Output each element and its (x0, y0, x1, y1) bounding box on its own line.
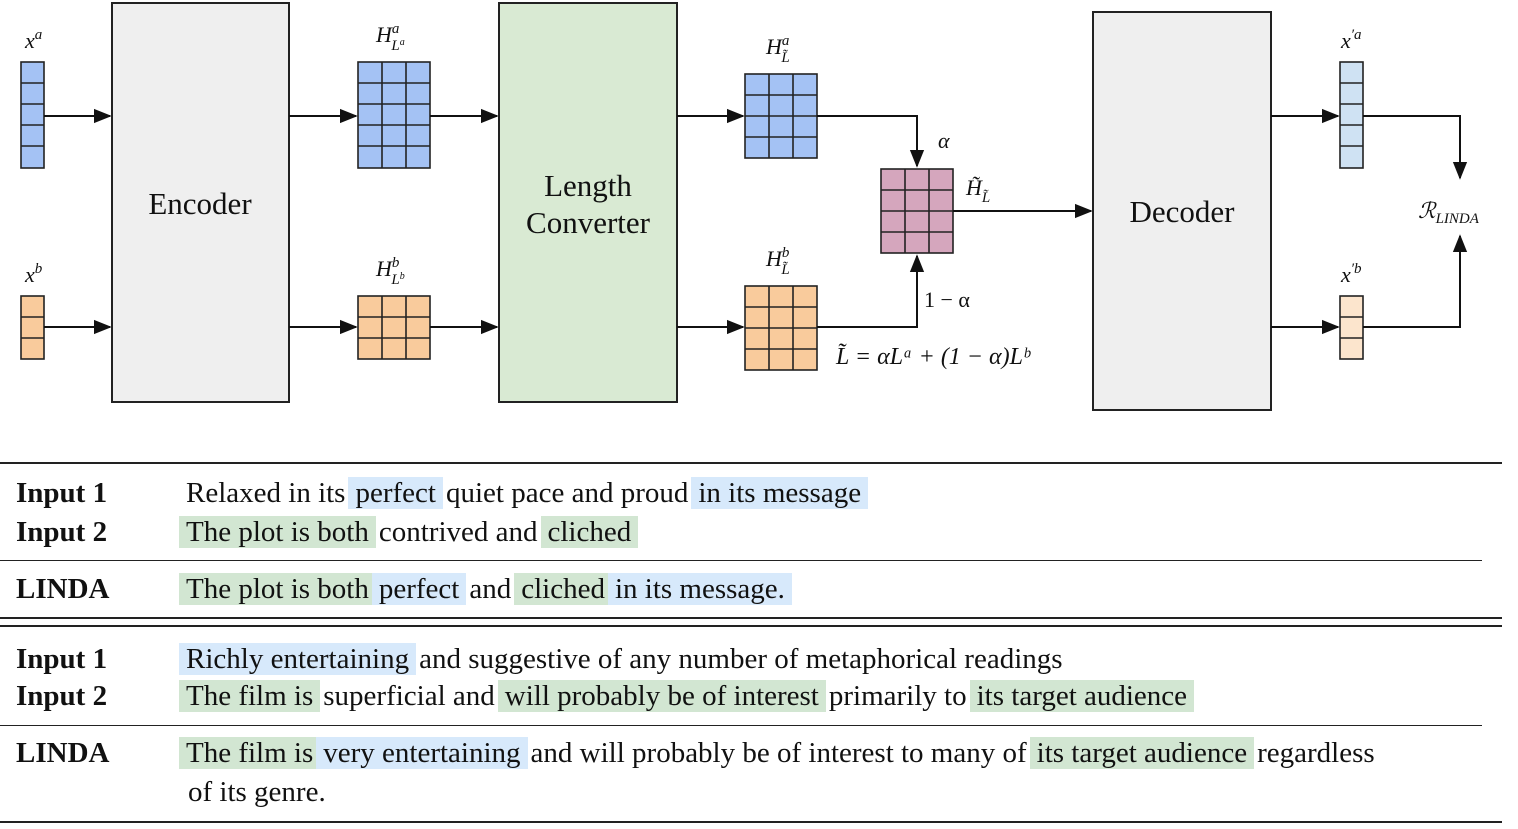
highlight-segment: The film is (179, 680, 321, 712)
converted-states-a-grid (744, 73, 818, 159)
text-segment: primarily to (828, 680, 967, 712)
example1-mid-rule (0, 560, 1482, 561)
x-b-label: xb (24, 261, 43, 287)
encoder-box (111, 2, 290, 403)
x-prime-a-label: x′a (1340, 27, 1362, 53)
alpha-label: α (938, 128, 950, 153)
x-prime-b-label: x′b (1340, 261, 1362, 287)
example2-output-continuation-row: of its genre. (0, 774, 1502, 810)
output-vector-b (1339, 295, 1364, 360)
example2-input2-label: Input 2 (16, 680, 108, 712)
highlight-segment: its target audience (1029, 737, 1255, 769)
example1-output-label: LINDA (16, 573, 110, 605)
linda-loss-label: ℛLINDA (1418, 198, 1480, 227)
highlight-segment: in its message. (607, 573, 792, 605)
text-segment: quiet pace and proud (445, 477, 689, 509)
mixed-states-grid (880, 168, 954, 254)
arrow-xpb-to-loss (1363, 234, 1468, 328)
text-segment: and suggestive of any number of metaphor… (419, 643, 1063, 675)
double-rule-bottom (0, 625, 1502, 627)
example1-input2-label: Input 2 (16, 516, 108, 548)
converted-states-b-grid (744, 285, 818, 371)
table-top-rule (0, 462, 1502, 464)
example2-mid-rule (0, 725, 1482, 726)
x-a-label: xa (24, 27, 42, 53)
input-vector-a (20, 61, 45, 169)
example2-output-label: LINDA (16, 737, 110, 769)
hidden-states-a-grid (357, 61, 431, 169)
hidden-states-b-grid (357, 295, 431, 360)
highlight-segment: its target audience (969, 680, 1195, 712)
highlight-segment: The film is (179, 737, 321, 769)
one-minus-alpha-label: 1 − α (924, 287, 970, 312)
arrow-hta-to-mix (817, 115, 925, 168)
example2-input1-label: Input 1 (16, 643, 108, 675)
text-segment: contrived and (378, 516, 538, 548)
text-segment: superficial and (323, 680, 495, 712)
example2-output-continuation: of its genre. (188, 776, 326, 808)
length-converter-label-line2: Converter (526, 205, 651, 240)
highlight-segment: The plot is both (179, 573, 376, 605)
highlight-segment: cliched (540, 516, 639, 548)
text-segment: Relaxed in its (186, 477, 346, 509)
decoder-box (1092, 11, 1272, 411)
highlight-segment: Richly entertaining (179, 643, 417, 675)
encoder-label: Encoder (148, 186, 252, 221)
length-converter-box (498, 2, 678, 403)
highlight-segment: very entertaining (316, 737, 528, 769)
arrow-xpa-to-loss (1363, 115, 1468, 180)
decoder-label: Decoder (1130, 194, 1236, 229)
arrow-htb-to-mix (817, 254, 925, 328)
highlight-segment: perfect (371, 573, 467, 605)
highlight-segment: The plot is both (179, 516, 376, 548)
h-tilde-mix-label: H̃L̃ (965, 175, 990, 206)
text-segment: regardless (1257, 737, 1375, 769)
text-segment: and (469, 573, 512, 605)
length-equation: L̃ = αLᵃ + (1 − α)Lᵇ (835, 343, 1031, 370)
table-bottom-rule (0, 821, 1502, 823)
example1-input1-label: Input 1 (16, 477, 108, 509)
highlight-segment: perfect (348, 477, 443, 509)
highlight-segment: cliched (514, 573, 612, 605)
double-rule-top (0, 617, 1502, 619)
highlight-segment: will probably be of interest (497, 680, 826, 712)
length-converter-label-line1: Length (544, 168, 632, 203)
output-vector-a (1339, 61, 1364, 169)
input-vector-b (20, 295, 45, 360)
highlight-segment: in its message (691, 477, 869, 509)
text-segment: and will probably be of interest to many… (530, 737, 1027, 769)
